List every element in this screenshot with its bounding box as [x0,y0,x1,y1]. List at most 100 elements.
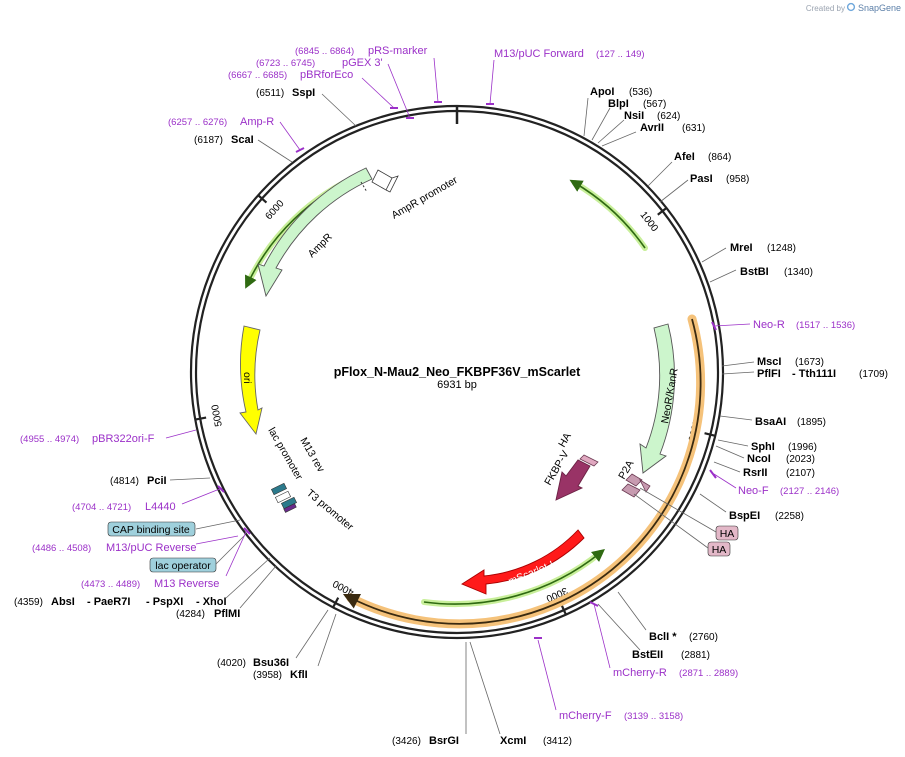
enzyme-position: (631) [682,123,705,134]
plasmid-size: 6931 bp [437,379,477,391]
enzyme-position: (3958) [253,670,282,681]
orf-arc-large-line [342,318,702,625]
enzyme-label: RsrII [743,467,767,479]
enzyme-label: ScaI [231,134,254,146]
enzyme-label: Bsu36I [253,657,289,669]
enzyme-position: (1895) [797,417,826,428]
svg-text:lac operator: lac operator [155,560,211,572]
enzyme-position: (2107) [786,468,815,479]
enzyme-label: NsiI [624,110,644,122]
brand-text: SnapGene [858,3,901,13]
enzyme-position: (624) [657,111,680,122]
orf-arc-upper [572,180,648,251]
enzyme-label: PasI [690,173,713,185]
box-ha-1: HA [639,487,739,541]
enzyme-label: ApoI [590,86,614,98]
primer-label: Amp-R [240,116,274,128]
enzyme-position: (2881) [681,650,710,661]
plasmid-title: pFlox_N-Mau2_Neo_FKBPF36V_mScarlet [334,365,581,379]
primer-position: (4486 .. 4508) [32,543,91,554]
enzyme-position: (536) [629,87,652,98]
enzyme-label: - XhoI [196,596,227,608]
svg-text:CAP binding site: CAP binding site [112,524,190,536]
tick-label: 5000 [210,403,225,427]
feature-label-ha: HA [556,431,574,450]
p2a-cluster [621,473,651,498]
feature-label-ampr-promoter: AmpR promoter [390,174,461,222]
enzyme-position: (4020) [217,658,246,669]
enzyme-label: AfeI [674,151,695,163]
tick-mark [332,597,340,608]
enzyme-position: (1996) [788,442,817,453]
enzyme-label: KflI [290,669,308,681]
enzyme-label: BlpI [608,98,629,110]
primer-position: (6723 .. 6745) [256,58,315,69]
enzyme-label: - PaeR7I [87,596,130,608]
feature-label-lac-promoter: lac promoter [265,426,305,483]
backbone-outer [189,104,725,640]
primer-position: (127 .. 149) [596,49,645,60]
primer-position: (1517 .. 1536) [796,320,855,331]
primer-label: L4440 [145,501,176,513]
primer-labels: M13/pUC Forward (127 .. 149) pRS-marker … [20,45,855,722]
primer-label: Neo-F [738,485,769,497]
primer-position: (4704 .. 4721) [72,502,131,513]
enzyme-position: (2760) [689,632,718,643]
ha-feature [579,454,599,467]
primer-label: M13 Reverse [154,578,219,590]
box-cap-binding-site: CAP binding site [107,519,241,537]
neor-kanr-feature [639,323,675,474]
primer-label: M13/pUC Forward [494,48,584,60]
primer-label: pRS-marker [368,45,428,57]
enzyme-position: (567) [643,99,666,110]
snapgene-logo-icon [846,2,856,12]
primer-label: pBR322ori-F [92,433,155,445]
enzyme-position: (864) [708,152,731,163]
svg-text:HA: HA [720,528,735,540]
enzyme-label: SspI [292,87,315,99]
ampr-feature [257,167,373,298]
feature-label-ampr: AmpR [306,231,335,260]
tick-mark [657,207,668,216]
primer-label: mCherry-R [613,667,667,679]
enzyme-position: (1340) [784,267,813,278]
enzyme-position: (4359) [14,597,43,608]
ampr-junction [360,181,368,193]
enzyme-position: (1673) [795,357,824,368]
svg-text:HA: HA [712,544,727,556]
enzyme-label: BsrGI [429,735,459,747]
enzyme-label: BclI * [649,631,677,643]
primer-label: Neo-R [753,319,785,331]
enzyme-label: NcoI [747,453,771,465]
enzyme-label: SphI [751,441,775,453]
enzyme-label: PciI [147,475,167,487]
enzyme-position: (1248) [767,243,796,254]
lac-cluster [270,482,298,513]
primer-leaders [165,57,751,711]
primer-position: (6845 .. 6864) [295,46,354,57]
primer-position: (6667 .. 6685) [228,70,287,81]
enzyme-label: AvrII [640,122,664,134]
ori-feature [239,325,263,436]
feature-label-t3-promoter: T3 promoter [304,487,356,533]
enzyme-label: BstBI [740,266,769,278]
primer-label: pGEX 3' [342,57,383,69]
tick-mark [257,194,268,204]
enzyme-label: MscI [757,356,781,368]
primer-position: (4473 .. 4489) [81,579,140,590]
credit-text: Created by [806,4,845,13]
box-lac-operator: lac operator [149,535,245,573]
enzyme-label: - PspXI [146,596,183,608]
enzyme-label: BsaAI [755,416,786,428]
enzyme-label: PflFI [757,368,781,380]
enzyme-position: (958) [726,174,749,185]
tick-label: 1000 [638,210,661,235]
enzyme-position: (3412) [543,736,572,747]
primer-label: M13/pUC Reverse [106,542,196,554]
tick-mark [560,604,567,616]
enzyme-position: (3426) [392,736,421,747]
mscarlet-feature [461,529,585,595]
primer-position: (4955 .. 4974) [20,434,79,445]
enzyme-label: BstEII [632,649,663,661]
